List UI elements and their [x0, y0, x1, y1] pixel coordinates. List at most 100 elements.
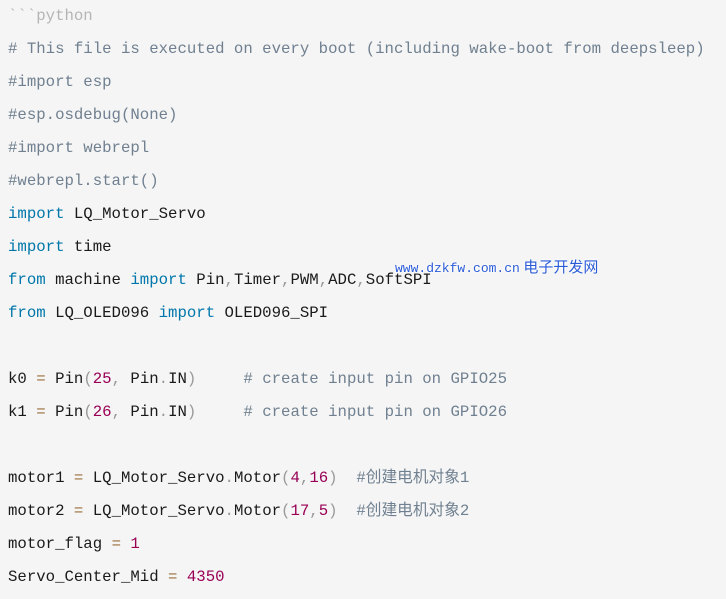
code-comment: # This file is executed on every boot (i…: [8, 40, 705, 58]
code-line: #import esp: [8, 66, 705, 99]
code-operator: =: [36, 403, 46, 421]
code-comment: #esp.osdebug(None): [8, 106, 178, 124]
code-text: Pin: [45, 370, 84, 388]
code-number: 25: [92, 370, 112, 388]
code-text: motor1: [8, 469, 74, 487]
code-text: LQ_Motor_Servo: [83, 469, 225, 487]
code-text: [338, 469, 357, 487]
code-line: k0 = Pin(25, Pin.IN) # create input pin …: [8, 363, 705, 396]
code-text: LQ_Motor_Servo: [64, 205, 206, 223]
code-line: # This file is executed on every boot (i…: [8, 33, 705, 66]
code-text: [196, 370, 243, 388]
code-text: Timer: [233, 271, 282, 289]
code-text: motor2: [8, 502, 74, 520]
code-comment: #创建电机对象1: [356, 469, 470, 487]
code-line: import LQ_Motor_Servo: [8, 198, 705, 231]
code-punctuation: .: [158, 370, 169, 388]
code-comment: #import esp: [8, 73, 112, 91]
code-punctuation: (: [83, 370, 93, 388]
code-operator: =: [73, 502, 84, 520]
code-text: k1: [8, 403, 37, 421]
code-text: motor_flag: [8, 535, 112, 553]
code-operator: =: [73, 469, 84, 487]
code-punctuation: ,: [299, 469, 310, 487]
code-operator: =: [168, 568, 178, 586]
code-comment: # create input pin on GPIO26: [243, 403, 507, 421]
code-comment: # create input pin on GPIO25: [243, 370, 507, 388]
code-comment: #import webrepl: [8, 139, 150, 157]
code-punctuation: ,: [111, 370, 121, 388]
code-keyword: from: [8, 271, 46, 289]
code-text: Motor: [233, 502, 282, 520]
code-text: Motor: [233, 469, 282, 487]
code-punctuation: ,: [281, 271, 291, 289]
code-line: import time: [8, 231, 705, 264]
code-number: 4350: [186, 568, 225, 586]
code-line: motor2 = LQ_Motor_Servo.Motor(17,5) #创建电…: [8, 495, 705, 528]
code-punctuation: ,: [318, 271, 329, 289]
code-punctuation: ): [328, 469, 338, 487]
code-punctuation: (: [281, 469, 291, 487]
code-punctuation: .: [224, 469, 234, 487]
code-keyword: import: [8, 238, 65, 256]
code-punctuation: ,: [309, 502, 319, 520]
code-line: [8, 429, 705, 462]
code-keyword: import: [130, 271, 187, 289]
code-text: PWM: [290, 271, 319, 289]
watermark: www.dzkfw.com.cn 电子开发网: [395, 256, 598, 277]
code-line: [8, 330, 705, 363]
code-text: [121, 535, 130, 553]
code-line: #import webrepl: [8, 132, 705, 165]
code-line: k1 = Pin(26, Pin.IN) # create input pin …: [8, 396, 705, 429]
code-punctuation: .: [158, 403, 169, 421]
code-line: from machine import Pin,Timer,PWM,ADC,So…: [8, 264, 705, 297]
code-number: 16: [309, 469, 329, 487]
code-text: time: [64, 238, 112, 256]
code-text: IN: [168, 370, 187, 388]
code-block: ```python # This file is executed on ever…: [8, 0, 705, 594]
code-punctuation: ): [328, 502, 338, 520]
code-text: LQ_Motor_Servo: [83, 502, 225, 520]
code-number: 1: [130, 535, 140, 553]
code-text: k0: [8, 370, 37, 388]
code-keyword: import: [158, 304, 216, 322]
code-comment: #webrepl.start(): [8, 172, 159, 190]
code-punctuation: ): [186, 403, 197, 421]
code-operator: =: [111, 535, 121, 553]
code-number: 5: [318, 502, 329, 520]
code-line: #webrepl.start(): [8, 165, 705, 198]
code-text: Pin: [45, 403, 84, 421]
code-text: [338, 502, 357, 520]
code-punctuation: ,: [111, 403, 121, 421]
code-punctuation: (: [83, 403, 93, 421]
code-line: ```python: [8, 0, 705, 33]
code-text: [177, 568, 186, 586]
code-punctuation: ): [186, 370, 197, 388]
code-text: LQ_OLED096: [45, 304, 159, 322]
code-punctuation: (: [281, 502, 291, 520]
code-punctuation: ,: [356, 271, 366, 289]
code-number: 26: [92, 403, 112, 421]
watermark-url: www.dzkfw.com.cn: [395, 261, 520, 276]
code-text: IN: [168, 403, 187, 421]
code-text: Pin: [121, 370, 159, 388]
code-text: OLED096_SPI: [215, 304, 329, 322]
code-punctuation: .: [224, 502, 234, 520]
code-line: Servo_Center_Mid = 4350: [8, 561, 705, 594]
code-keyword: from: [8, 304, 46, 322]
code-text: Pin: [121, 403, 159, 421]
code-text: ADC: [328, 271, 357, 289]
code-punctuation: ,: [224, 271, 234, 289]
code-operator: =: [36, 370, 46, 388]
watermark-name: 电子开发网: [523, 258, 599, 276]
code-comment: #创建电机对象2: [356, 502, 470, 520]
code-line: motor_flag = 1: [8, 528, 705, 561]
code-text: SoftSPI: [365, 271, 432, 289]
code-line: motor1 = LQ_Motor_Servo.Motor(4,16) #创建电…: [8, 462, 705, 495]
code-text: machine: [45, 271, 131, 289]
code-number: 4: [290, 469, 300, 487]
code-text: [196, 403, 243, 421]
code-line: from LQ_OLED096 import OLED096_SPI: [8, 297, 705, 330]
code-line: #esp.osdebug(None): [8, 99, 705, 132]
code-text: Servo_Center_Mid: [8, 568, 169, 586]
